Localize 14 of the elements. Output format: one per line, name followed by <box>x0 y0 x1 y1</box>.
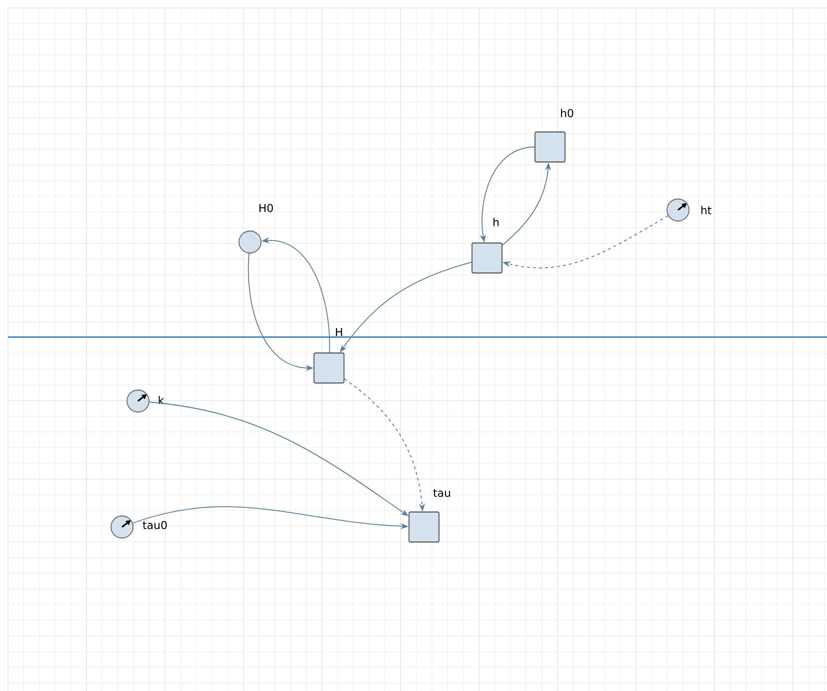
stock-box: h0 <box>534 108 574 162</box>
stock-box: H <box>314 328 344 384</box>
node-label: H <box>336 328 342 336</box>
node-label: h <box>494 218 499 226</box>
stock-box: tau <box>408 489 450 542</box>
node-label: H0 <box>259 204 273 212</box>
node-label: ht <box>701 206 712 214</box>
dial-node: ht <box>666 198 712 222</box>
node-label: h0 <box>561 108 574 118</box>
node-label: tau0 <box>142 520 167 530</box>
node-label: tau <box>433 489 450 497</box>
stock-box: h <box>472 218 502 274</box>
circle-node: H0 <box>238 204 273 254</box>
dial-node: tau0 <box>110 516 167 538</box>
